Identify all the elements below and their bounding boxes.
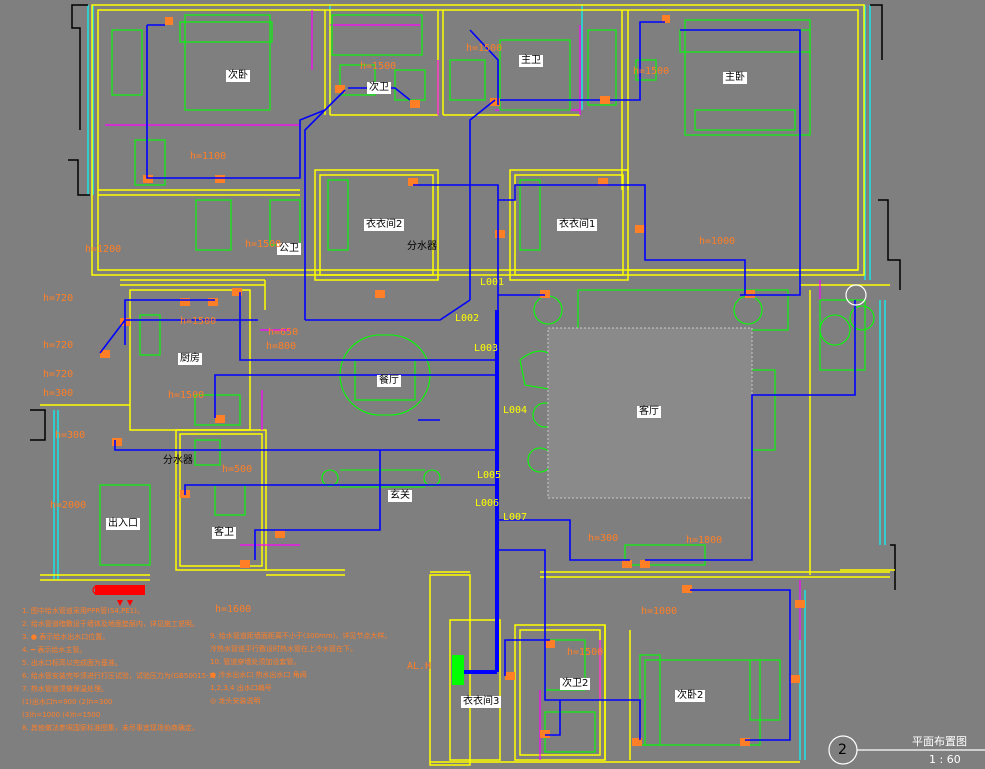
- pipe-code: L006: [475, 498, 500, 509]
- dim-tag: h=720: [43, 340, 74, 351]
- supply-pipes: [99, 21, 856, 741]
- dim-tag: h=650: [268, 327, 299, 338]
- drawing-title: 平面布置图: [912, 735, 967, 748]
- note-line: 8. 其他做法参照国家标准图集，未尽事宜现场协商确定。: [22, 724, 199, 732]
- pipe-code: L001: [480, 277, 505, 288]
- dim-tag: h=300: [55, 430, 86, 441]
- note-line: 3. ● 表示给水出水口位置。: [22, 633, 110, 641]
- dim-tag: h=800: [266, 341, 297, 352]
- dim-tag: h=1500: [245, 239, 282, 250]
- dim-tag: h=1500: [180, 316, 217, 327]
- room-label-closet1: 衣衣间1: [557, 219, 598, 231]
- note-line: 2. 给水管道暗敷设于墙体及地面垫层内，详见施工说明。: [22, 620, 199, 628]
- room-label-guest-bath: 客卫: [212, 527, 236, 539]
- room-label-kitchen: 厨房: [178, 353, 202, 365]
- pipe-code: L003: [474, 343, 499, 354]
- title-block-graphic: [828, 284, 985, 765]
- pipe-code: L002: [455, 313, 480, 324]
- room-label-bathroom2: 次卫: [367, 82, 391, 94]
- pipe-code: L005: [477, 470, 502, 481]
- dim-tag: h=300: [588, 533, 619, 544]
- design-notes-left: 1. 图中给水管道采用PPR管(S4,PE1)。 2. 给水管道暗敷设于墙体及地…: [22, 605, 216, 735]
- room-label-public-bath: 公卫: [277, 243, 301, 255]
- room-label-bedroom-lower: 次卧2: [675, 690, 706, 702]
- dim-tag: h=500: [222, 464, 253, 475]
- main-inlet-tag: AL.H: [407, 661, 432, 672]
- room-label-dining: 餐厅: [377, 375, 401, 387]
- note-line: ● 冷水出水口 热水出水口 角阀: [210, 671, 307, 679]
- walls: [40, 4, 895, 766]
- note-line: 4. ━ 表示给水主管。: [22, 646, 87, 654]
- dim-tag: h=1500: [466, 43, 503, 54]
- dim-tag: h=1200: [85, 244, 122, 255]
- room-label-bedroom2: 次卧: [226, 70, 250, 82]
- dim-tag: h=300: [43, 388, 74, 399]
- room-label-master-bath: 主卫: [519, 55, 543, 67]
- dim-tag: h=1500: [360, 61, 397, 72]
- dim-tag: h=720: [43, 369, 74, 380]
- room-label-bathroom-lower: 次卫2: [560, 678, 591, 690]
- dim-tag: h=1500: [633, 66, 670, 77]
- manifold-label-top: 分水器: [407, 241, 437, 252]
- dim-tag: h=1000: [641, 606, 678, 617]
- room-label-master-bedroom: 主卧: [723, 72, 747, 84]
- dim-tag: h=720: [43, 293, 74, 304]
- pipe-code: L004: [503, 405, 528, 416]
- dim-tag: h=1500: [567, 647, 604, 658]
- note-line: 6. 给水管安装完毕须进行打压试验，试验压力为(GB50015-3): [22, 672, 216, 680]
- note-line: 冷热水管道平行敷设时热水管在上冷水管在下。: [210, 645, 357, 653]
- note-line: 9. 给水管道距墙面距离不小于(300mm)，详见节点大样。: [210, 632, 392, 640]
- note-line: (1)出水口h=900 (2)h=300: [22, 698, 113, 706]
- note-line: 1. 图中给水管道采用PPR管(S4,PE1)。: [22, 607, 144, 615]
- note-line: ◎ 龙头安装说明: [210, 697, 261, 705]
- dim-tag: h=1800: [686, 535, 723, 546]
- room-label-entrance: 玄关: [388, 490, 412, 502]
- water-outlets: [100, 15, 805, 746]
- note-line: 5. 出水口标高以完成面为基准。: [22, 659, 122, 667]
- room-label-closet3: 衣衣间3: [461, 696, 502, 708]
- facade-outline: [30, 4, 901, 590]
- room-label-entry: 出入口: [106, 518, 140, 530]
- room-label-closet2: 衣衣间2: [364, 219, 405, 231]
- dim-tag: h=1600: [215, 604, 252, 615]
- entry-marker: [92, 585, 145, 606]
- pipe-code: L007: [503, 512, 528, 523]
- dim-tag: h=1500: [168, 390, 205, 401]
- design-notes-right: 9. 给水管道距墙面距离不小于(300mm)，详见节点大样。 冷热水管道平行敷设…: [210, 630, 391, 708]
- dim-tag: h=1100: [190, 151, 227, 162]
- drawing-scale: 1 : 60: [929, 753, 961, 766]
- dim-tag: h=2000: [50, 500, 87, 511]
- water-meter: [452, 655, 464, 685]
- drawing-number: 2: [838, 742, 847, 758]
- note-line: 1,2,3,4 出水口编号: [210, 684, 272, 692]
- note-line: 10. 管道穿墙处须加设套管。: [210, 658, 301, 666]
- room-label-living: 客厅: [637, 406, 661, 418]
- note-line: 7. 热水管道须做保温处理。: [22, 685, 108, 693]
- manifold-label-bottom: 分水器: [163, 455, 193, 466]
- note-line: (3)h=1000 (4)h=1500: [22, 711, 101, 719]
- dim-tag: h=1000: [699, 236, 736, 247]
